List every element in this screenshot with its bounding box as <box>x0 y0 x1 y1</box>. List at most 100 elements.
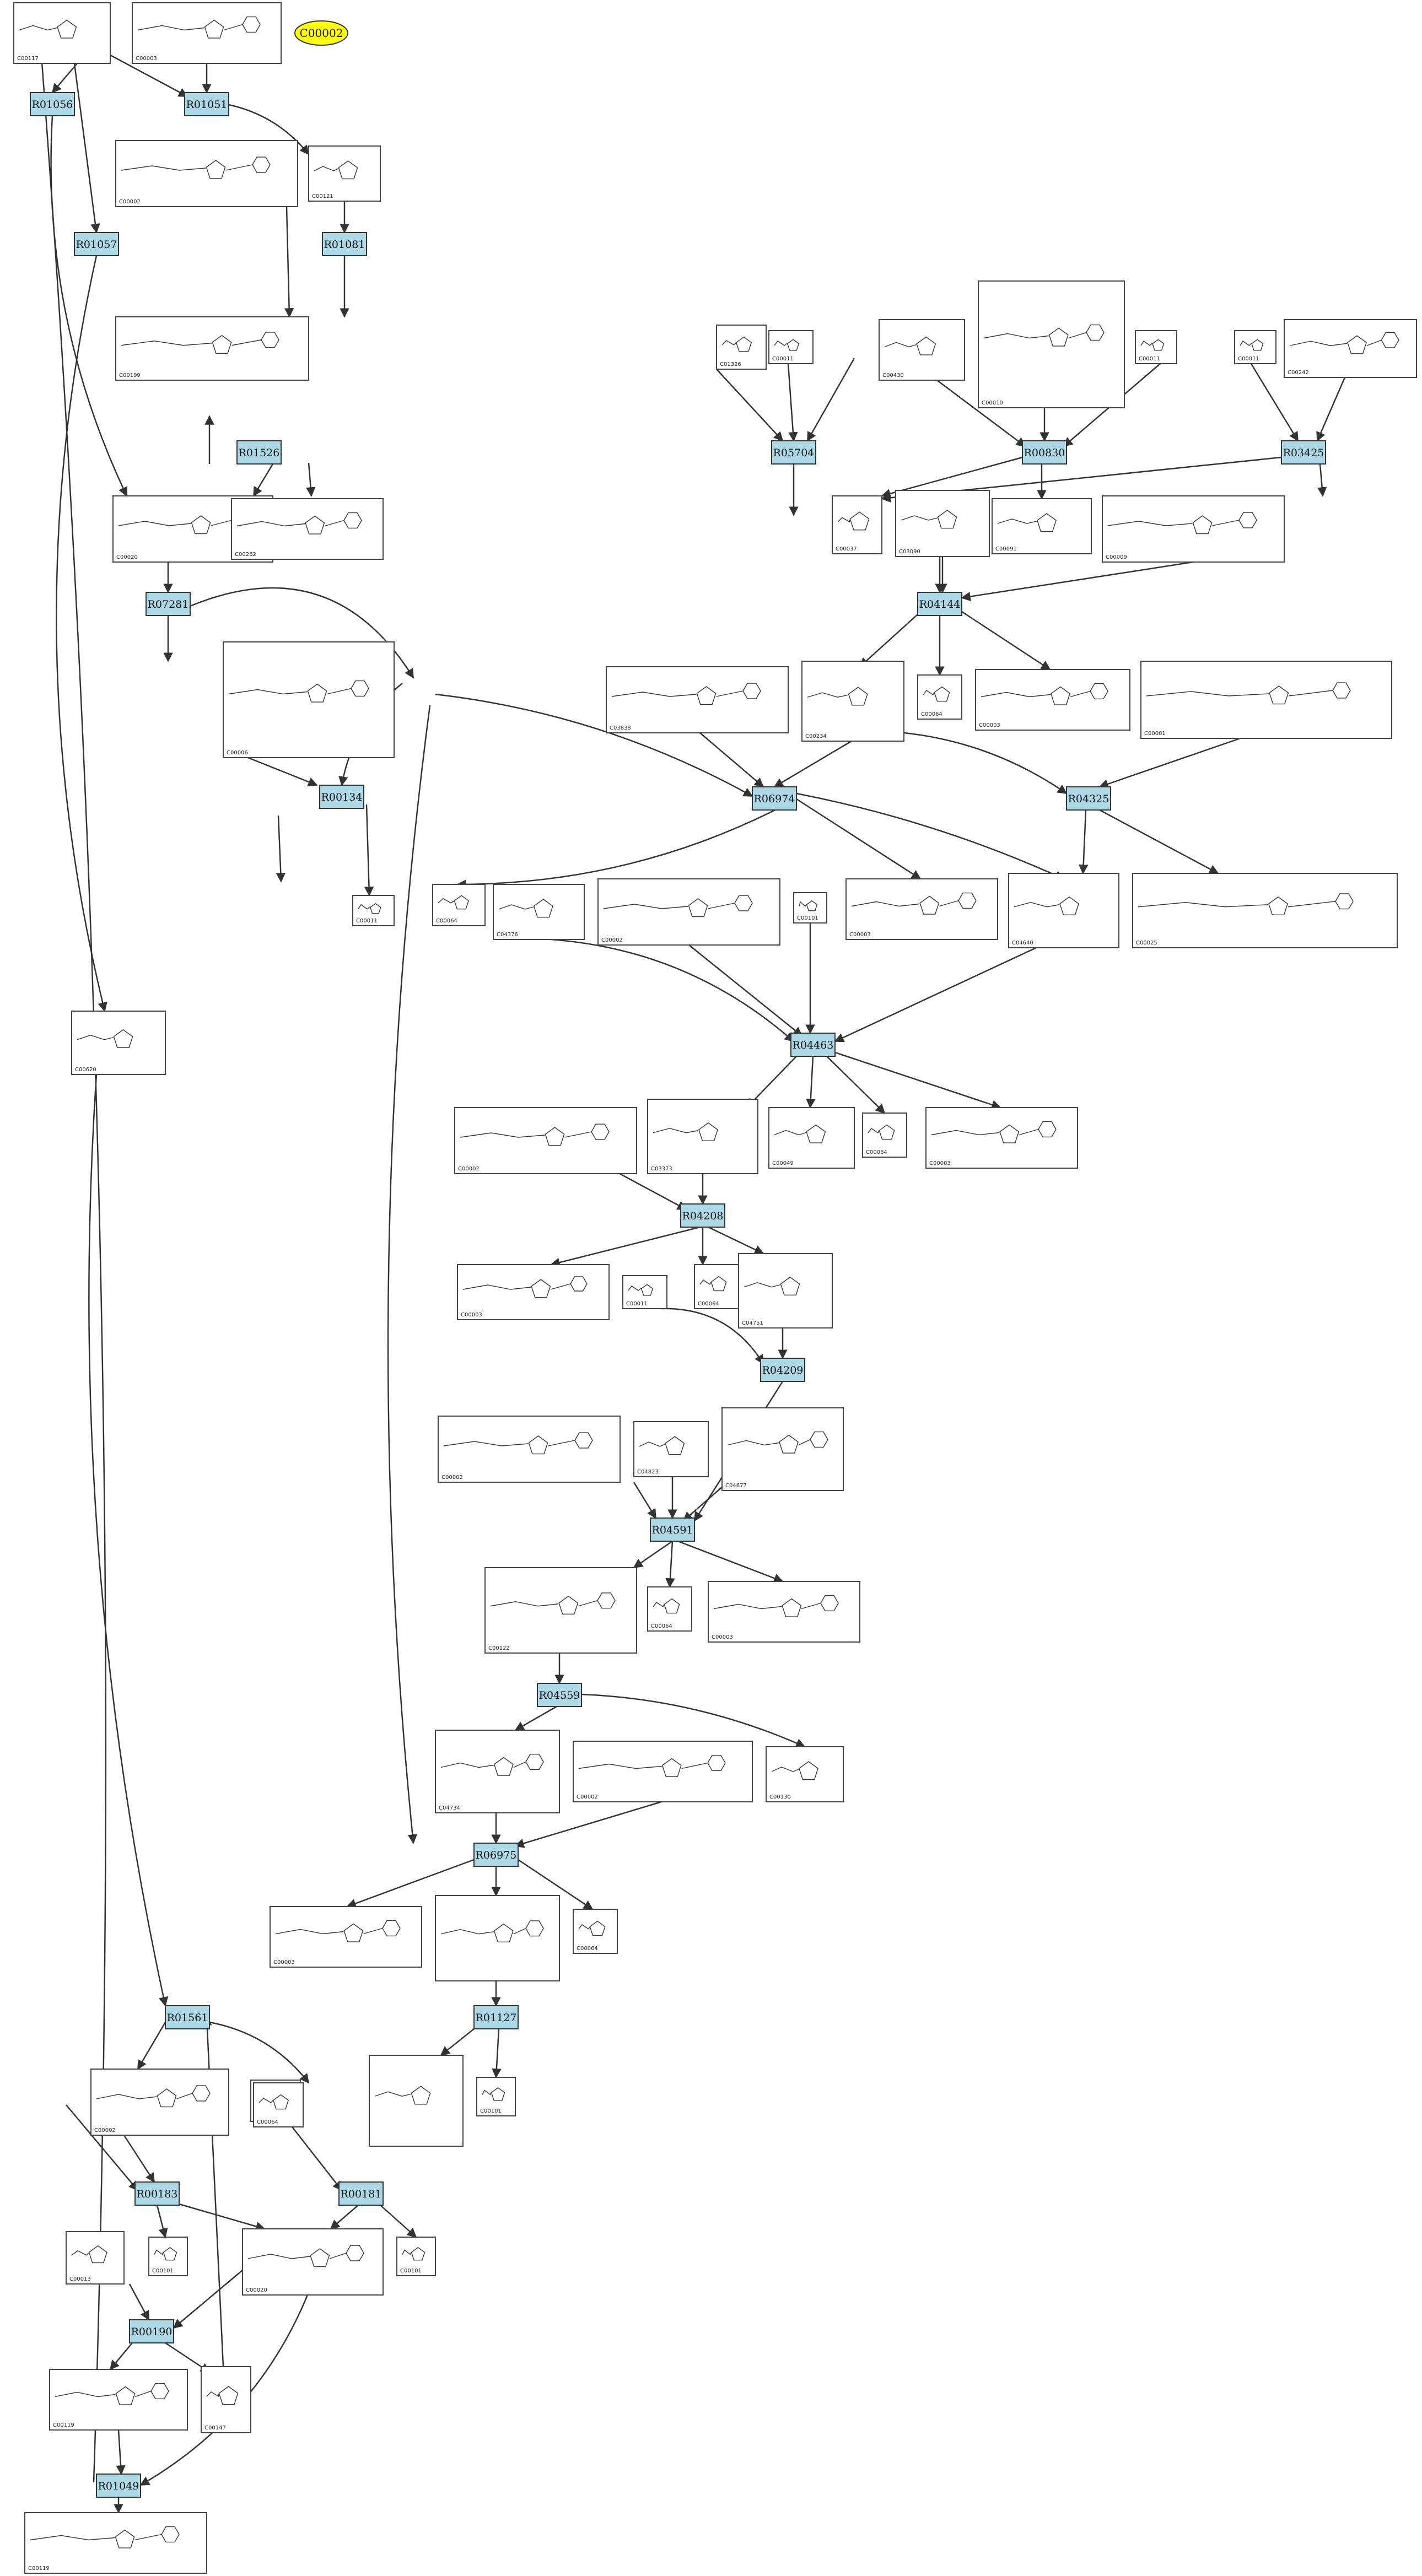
reaction-node[interactable]: R04463 <box>790 1033 836 1057</box>
reaction-node[interactable]: R06975 <box>473 1843 519 1867</box>
reaction-node[interactable]: R00190 <box>129 2319 174 2343</box>
compound-box <box>862 1113 907 1158</box>
reaction-node[interactable]: R03425 <box>1281 440 1326 465</box>
compound-node[interactable]: C00006 <box>223 641 395 758</box>
compound-node[interactable]: C04677 <box>721 1407 844 1491</box>
compound-node[interactable]: C04823 <box>633 1421 709 1477</box>
compound-node[interactable]: C03090 <box>895 490 990 557</box>
compound-node[interactable]: C00003 <box>845 878 998 940</box>
compound-node[interactable]: C00242 <box>1284 319 1417 378</box>
compound-node[interactable]: C00003 <box>975 669 1130 731</box>
compound-node[interactable]: C00119 <box>49 2369 188 2431</box>
reaction-node[interactable]: R01056 <box>30 92 75 116</box>
compound-node[interactable] <box>369 2055 464 2147</box>
compound-node[interactable]: C00091 <box>992 498 1092 554</box>
reaction-node[interactable]: R00183 <box>134 2181 180 2206</box>
compound-node[interactable]: C00064 <box>253 2082 304 2127</box>
compound-node[interactable]: C00130 <box>766 1746 844 1802</box>
compound-node[interactable]: C01326 <box>716 325 767 370</box>
compound-node[interactable]: C00002 <box>115 140 298 207</box>
compound-node[interactable]: C00003 <box>708 1581 860 1643</box>
compound-node[interactable]: C00101 <box>476 2077 516 2116</box>
edge-arrow <box>116 2429 126 2475</box>
compound-node[interactable]: C00025 <box>1132 873 1398 948</box>
compound-node[interactable]: C00262 <box>231 498 384 560</box>
compound-node[interactable]: C00010 <box>978 280 1125 408</box>
compound-node[interactable]: C00002 <box>90 2069 229 2136</box>
reaction-node[interactable]: R00181 <box>338 2181 384 2206</box>
compound-node[interactable]: C00011 <box>1135 330 1177 364</box>
reaction-node[interactable]: R04208 <box>680 1203 725 1228</box>
highlight-node[interactable]: C00002 <box>294 20 348 46</box>
compound-node[interactable]: C00011 <box>622 1275 667 1309</box>
reaction-node[interactable]: R01057 <box>74 232 119 256</box>
reaction-node[interactable]: R01081 <box>322 232 367 256</box>
reaction-id: R06974 <box>754 793 795 805</box>
compound-node[interactable]: C00011 <box>352 895 395 926</box>
compound-node[interactable]: C00064 <box>573 1909 618 1954</box>
reaction-node[interactable]: R04591 <box>650 1517 695 1542</box>
compound-node[interactable]: C00003 <box>132 2 282 64</box>
reaction-node[interactable]: R00134 <box>319 785 364 809</box>
compound-node[interactable]: C04751 <box>738 1253 833 1328</box>
compound-node[interactable]: C00234 <box>801 661 904 742</box>
compound-node[interactable]: C00020 <box>242 2228 384 2296</box>
compound-node[interactable]: C00147 <box>201 2366 251 2433</box>
compound-node[interactable]: C00101 <box>148 2237 188 2276</box>
reaction-node[interactable]: R01049 <box>96 2474 141 2498</box>
compound-node[interactable]: C00037 <box>832 495 882 554</box>
compound-node[interactable]: C00199 <box>115 316 309 381</box>
reaction-node[interactable]: R05704 <box>771 440 816 465</box>
reaction-node[interactable]: R01561 <box>165 2005 210 2029</box>
reaction-id: R00134 <box>321 791 363 803</box>
compound-node[interactable]: C00101 <box>793 892 827 924</box>
compound-node[interactable]: C00620 <box>71 1011 166 1075</box>
compound-node[interactable]: C03838 <box>606 666 789 733</box>
compound-node[interactable]: C00101 <box>396 2237 436 2276</box>
edges-layer <box>37 54 1346 2514</box>
reaction-node[interactable]: R01127 <box>473 2005 519 2029</box>
compound-id: C04734 <box>439 1805 460 1811</box>
compound-node[interactable]: C00002 <box>438 1416 621 1483</box>
compound-node[interactable]: C00064 <box>862 1113 907 1158</box>
compound-node[interactable]: C00003 <box>457 1264 610 1320</box>
ring-bond <box>310 2248 330 2267</box>
compound-node[interactable]: C00117 <box>13 2 111 64</box>
compound-node[interactable]: C00003 <box>270 1906 422 1968</box>
compound-node[interactable]: C00064 <box>917 674 962 720</box>
compound-node[interactable]: C00001 <box>1140 661 1392 739</box>
compound-node[interactable]: C00049 <box>768 1107 855 1169</box>
reaction-node[interactable]: R04325 <box>1066 786 1111 811</box>
compound-node[interactable]: C00002 <box>454 1107 637 1174</box>
compound-node[interactable]: C00002 <box>597 878 780 946</box>
reaction-node[interactable]: R07281 <box>146 592 191 616</box>
reaction-node[interactable]: R04559 <box>537 1683 582 1707</box>
chain-bond <box>498 904 534 910</box>
compound-node[interactable]: C00064 <box>647 1586 692 1632</box>
reaction-node[interactable]: R00830 <box>1022 440 1067 465</box>
compound-node[interactable]: C00002 <box>573 1741 753 1802</box>
compound-node[interactable]: C04640 <box>1008 873 1119 948</box>
compound-node[interactable]: C00430 <box>879 319 965 381</box>
compound-node[interactable]: C00003 <box>925 1107 1078 1169</box>
compound-node[interactable]: C00121 <box>308 145 381 202</box>
chain-bond <box>358 904 370 910</box>
compound-node[interactable]: C00064 <box>432 884 486 926</box>
compound-node[interactable]: C00064 <box>694 1264 739 1309</box>
compound-node[interactable]: C04376 <box>493 884 585 940</box>
compound-node[interactable]: C00013 <box>66 2231 125 2285</box>
compound-node[interactable]: C00011 <box>768 330 814 364</box>
compound-node[interactable]: C00119 <box>24 2512 207 2574</box>
reaction-node[interactable]: R01051 <box>184 92 229 116</box>
compound-node[interactable]: C00009 <box>1102 495 1285 563</box>
compound-node[interactable]: C00011 <box>1234 330 1276 364</box>
compound-node[interactable]: C04734 <box>435 1730 560 1813</box>
reaction-node[interactable]: R06974 <box>752 786 797 811</box>
reaction-box <box>680 1203 725 1228</box>
reaction-node[interactable]: R01526 <box>236 440 282 465</box>
compound-node[interactable]: C03373 <box>647 1099 758 1174</box>
reaction-node[interactable]: R04209 <box>760 1358 805 1382</box>
reaction-node[interactable]: R04144 <box>917 592 962 616</box>
compound-node[interactable]: C00122 <box>484 1567 637 1654</box>
compound-node[interactable] <box>435 1895 560 1981</box>
